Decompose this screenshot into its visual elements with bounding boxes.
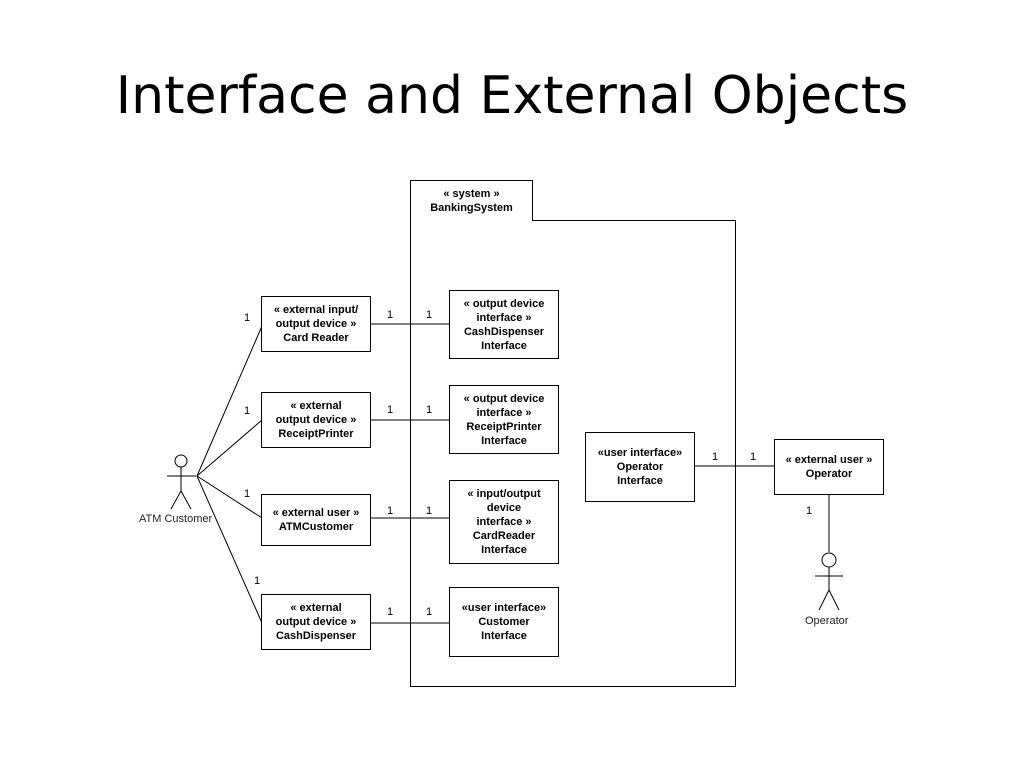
multiplicity-label: 1 (244, 405, 251, 417)
multiplicity-label: 1 (750, 451, 757, 463)
multiplicity-label: 1 (426, 505, 433, 517)
receipt-printer-external-object: « external output device » ReceiptPrinte… (261, 392, 371, 448)
multiplicity-label: 1 (387, 309, 394, 321)
operator-actor-label: Operator (805, 615, 849, 627)
multiplicity-label: 1 (244, 312, 251, 324)
atm-customer-actor-label: ATM Customer (139, 513, 213, 525)
slide-title: Interface and External Objects (115, 66, 909, 126)
receipt-printer-interface-object: « output device interface » ReceiptPrint… (449, 385, 559, 454)
multiplicity-label: 1 (244, 488, 251, 500)
cash-dispenser-interface-object: « output device interface » CashDispense… (449, 290, 559, 359)
assoc-customer-atmcustomer (196, 475, 263, 519)
multiplicity-label: 1 (712, 451, 719, 463)
banking-system-package (410, 220, 736, 687)
multiplicity-label: 1 (387, 505, 394, 517)
assoc-customer-cardreader (196, 325, 263, 477)
assoc-customer-receiptprinter (196, 419, 263, 477)
card-reader-interface-object: « input/output device interface » CardRe… (449, 480, 559, 564)
multiplicity-label: 1 (426, 404, 433, 416)
system-stereotype: « system » (443, 188, 500, 200)
operator-actor-icon (815, 552, 843, 611)
system-name: BankingSystem (430, 202, 513, 214)
card-reader-external-object: « external input/ output device » Card R… (261, 296, 371, 352)
multiplicity-label: 1 (254, 575, 261, 587)
multiplicity-label: 1 (387, 404, 394, 416)
customer-interface-object: «user interface» Customer Interface (449, 587, 559, 657)
atm-customer-external-object: « external user » ATMCustomer (261, 494, 371, 546)
assoc-customer-cashdispenser (196, 475, 263, 624)
cash-dispenser-external-object: « external output device » CashDispenser (261, 594, 371, 650)
operator-interface-object: «user interface» Operator Interface (585, 432, 695, 502)
multiplicity-label: 1 (806, 505, 813, 517)
multiplicity-label: 1 (426, 606, 433, 618)
multiplicity-label: 1 (387, 606, 394, 618)
atm-customer-actor-icon (167, 454, 196, 510)
operator-external-object: « external user » Operator (774, 439, 884, 495)
multiplicity-label: 1 (426, 309, 433, 321)
banking-system-tab: « system » BankingSystem (410, 180, 533, 221)
